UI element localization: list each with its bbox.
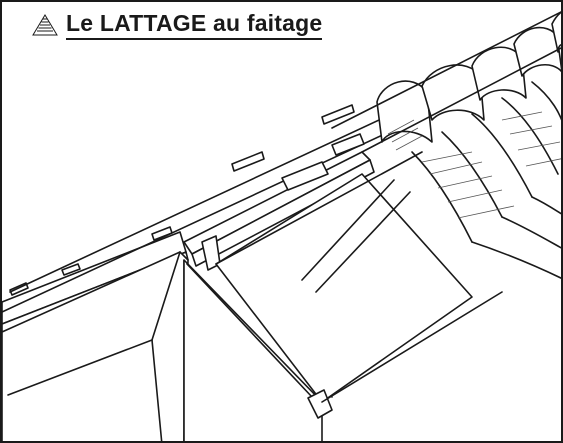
tile-row [441, 131, 503, 218]
gable-line [151, 339, 163, 441]
tile-row [471, 241, 561, 279]
batten [321, 104, 355, 125]
batten [331, 133, 365, 156]
ridge-line [361, 47, 561, 153]
wall-face [183, 259, 323, 441]
ridge-tile [513, 26, 561, 77]
wall-edge [186, 263, 313, 398]
near-slope [183, 133, 503, 441]
tile-shading [525, 158, 561, 167]
near-rafter-side [191, 159, 375, 267]
tile-row [531, 81, 561, 121]
ridge-tiles [331, 11, 561, 153]
tile-row [411, 151, 473, 243]
tile-row [501, 216, 561, 249]
tile-shading [501, 111, 543, 121]
title-text: Le LATTAGE au faitage [66, 10, 323, 40]
batten [231, 151, 265, 172]
left-slope-line [9, 99, 423, 293]
tile-row [531, 196, 561, 215]
low-batten [307, 389, 333, 419]
batten [281, 161, 329, 191]
gable-face [2, 251, 189, 441]
tile-shading [387, 119, 415, 135]
tile-shading [421, 151, 473, 163]
ridge-tile [376, 80, 433, 143]
tile-shading [517, 141, 561, 151]
roof-tiles [387, 81, 561, 279]
tile-shading [391, 127, 419, 143]
tile-row [471, 113, 533, 198]
tile-shading [395, 135, 423, 151]
gable-line [7, 339, 153, 396]
tile-shading [447, 189, 503, 203]
gable-line [151, 251, 181, 341]
ridge-line [331, 11, 561, 129]
tile-shading [429, 161, 483, 175]
tile-row [501, 97, 559, 175]
rafter-line [301, 179, 395, 281]
triangle-icon [32, 14, 58, 36]
tile-shading [509, 125, 553, 135]
title: Le LATTAGE au faitage [32, 8, 329, 42]
rafter-line [315, 191, 411, 293]
tile-shading [457, 205, 515, 219]
counter-batten [215, 173, 473, 403]
rafter-line [215, 151, 423, 265]
batten [61, 263, 81, 276]
rafter-line [321, 291, 503, 403]
tile-shading [437, 175, 493, 189]
